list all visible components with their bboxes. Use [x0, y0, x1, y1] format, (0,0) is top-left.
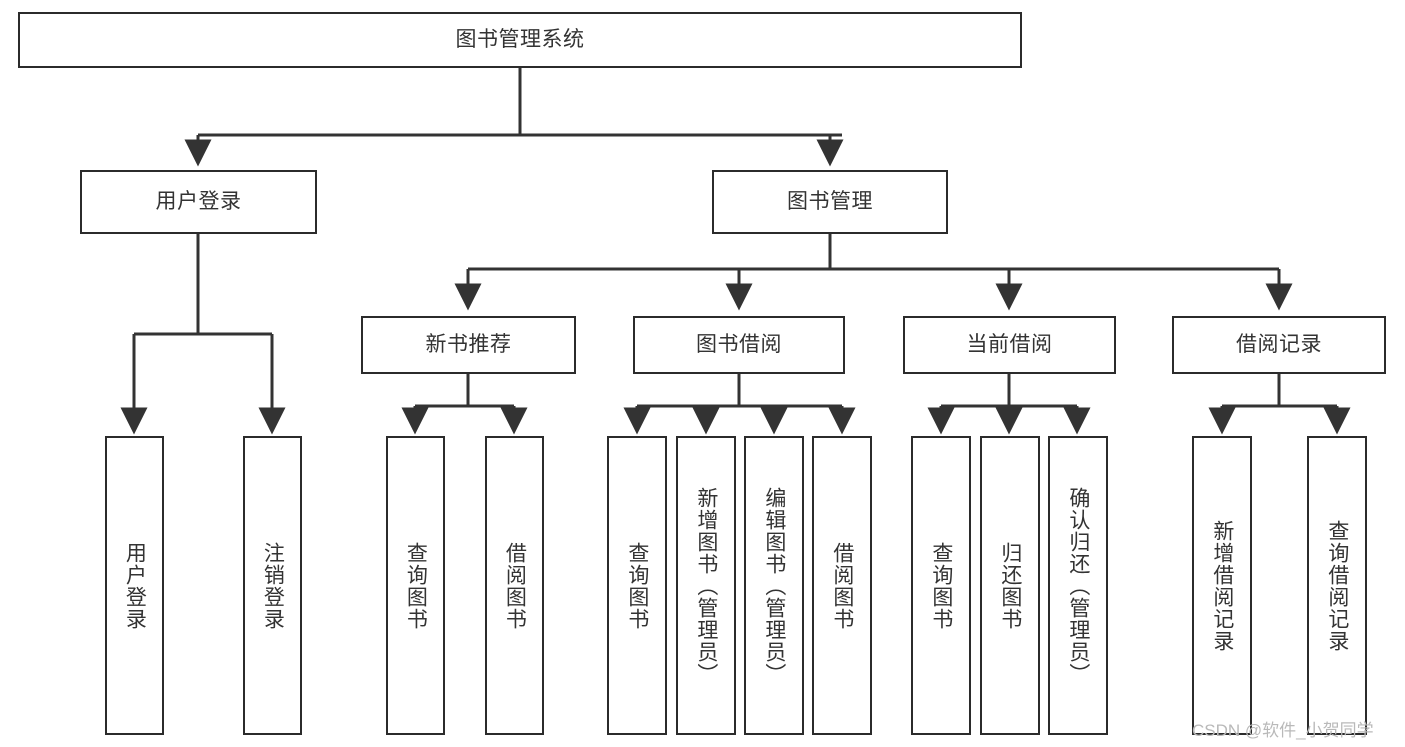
leaf-book-borrow-3[interactable]: 借阅图书: [812, 436, 872, 735]
leaf-borrow-record-1-label: 查询借阅记录: [1325, 519, 1349, 652]
edges-borrow-record-to-leaves: [1208, 374, 1351, 435]
node-user-login[interactable]: 用户登录: [80, 170, 317, 234]
leaf-borrow-record-0[interactable]: 新增借阅记录: [1192, 436, 1252, 735]
node-book-manage-label: 图书管理: [787, 189, 873, 213]
leaf-current-borrow-1[interactable]: 归还图书: [980, 436, 1040, 735]
node-new-book-recommend-label: 新书推荐: [425, 332, 512, 356]
edges-book-manage-to-level3: [454, 234, 1293, 311]
leaf-current-borrow-2[interactable]: 确认归还（管理员）: [1048, 436, 1108, 735]
edges-root-to-level2: [184, 68, 844, 167]
node-current-borrow[interactable]: 当前借阅: [903, 316, 1116, 374]
leaf-user-login-0[interactable]: 用户登录: [105, 436, 164, 735]
leaf-new-book-1-label: 借阅图书: [503, 541, 527, 630]
node-root-label: 图书管理系统: [455, 27, 585, 51]
leaf-new-book-0[interactable]: 查询图书: [386, 436, 445, 735]
edges-user-login-to-leaves: [120, 234, 286, 435]
node-current-borrow-label: 当前借阅: [966, 332, 1053, 356]
leaf-user-login-0-label: 用户登录: [123, 541, 147, 630]
leaf-book-borrow-0-label: 查询图书: [625, 541, 649, 630]
node-root[interactable]: 图书管理系统: [18, 12, 1022, 68]
leaf-current-borrow-0-label: 查询图书: [929, 541, 953, 630]
leaf-book-borrow-3-label: 借阅图书: [830, 541, 854, 630]
csdn-watermark: CSDN @软件_小贺同学: [1192, 721, 1374, 740]
node-borrow-record[interactable]: 借阅记录: [1172, 316, 1386, 374]
edges-book-borrow-to-leaves: [623, 374, 856, 435]
leaf-book-borrow-1-label: 新增图书（管理员）: [694, 486, 718, 685]
leaf-new-book-0-label: 查询图书: [404, 541, 428, 630]
node-borrow-record-label: 借阅记录: [1236, 332, 1322, 356]
node-user-login-label: 用户登录: [155, 189, 242, 213]
node-book-borrow-label: 图书借阅: [696, 332, 782, 356]
leaf-book-borrow-0[interactable]: 查询图书: [607, 436, 667, 735]
node-book-borrow[interactable]: 图书借阅: [633, 316, 845, 374]
leaf-borrow-record-0-label: 新增借阅记录: [1210, 519, 1234, 652]
node-book-manage[interactable]: 图书管理: [712, 170, 948, 234]
leaf-user-login-1-label: 注销登录: [261, 541, 285, 630]
leaf-current-borrow-0[interactable]: 查询图书: [911, 436, 971, 735]
leaf-current-borrow-2-label: 确认归还（管理员）: [1066, 486, 1090, 685]
node-new-book-recommend[interactable]: 新书推荐: [361, 316, 576, 374]
leaf-book-borrow-1[interactable]: 新增图书（管理员）: [676, 436, 736, 735]
leaf-borrow-record-1[interactable]: 查询借阅记录: [1307, 436, 1367, 735]
leaf-book-borrow-2-label: 编辑图书（管理员）: [762, 486, 786, 685]
edges-new-book-to-leaves: [401, 374, 528, 435]
leaf-user-login-1[interactable]: 注销登录: [243, 436, 302, 735]
edges-current-borrow-to-leaves: [927, 374, 1091, 435]
leaf-book-borrow-2[interactable]: 编辑图书（管理员）: [744, 436, 804, 735]
leaf-current-borrow-1-label: 归还图书: [998, 541, 1022, 630]
leaf-new-book-1[interactable]: 借阅图书: [485, 436, 544, 735]
